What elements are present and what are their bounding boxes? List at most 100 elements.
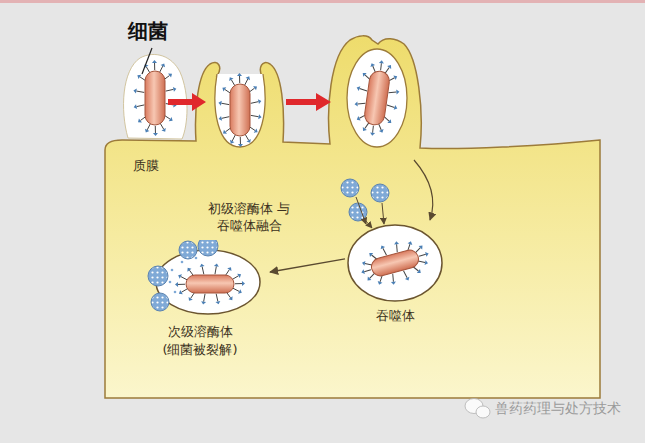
progress-arrow [168,93,206,111]
fusing-lysosome [151,293,169,311]
receptor-head [237,274,241,278]
enzyme-speck [171,269,174,272]
receptor [232,276,238,280]
node-outline [130,240,270,320]
receptor [216,294,218,302]
receptor [418,259,425,264]
internalize-arrow [414,160,433,220]
fusion-arrow [270,259,345,272]
receptor-head [178,274,182,278]
lysosome-arrow [356,197,366,224]
enzyme-speck [195,257,198,260]
receptor-head [215,301,220,304]
receptor [391,274,394,282]
receptor [232,135,235,141]
receptor-head [396,90,400,95]
receptor-head [362,261,367,266]
phagosome: 吞噬体 [345,222,445,328]
receptor [204,294,205,302]
receptor-head [247,139,251,143]
receptor-head [161,63,165,67]
receptor-head [369,252,374,257]
receptor-head [162,128,166,132]
receptor-head [229,77,233,81]
receptor-head [238,289,242,293]
watermark-icon [465,399,490,419]
receptor-head [222,87,226,91]
receptor [251,115,259,116]
receptor-head [380,245,386,250]
receptor [240,137,241,144]
receptor [251,102,259,104]
receptor [233,288,239,291]
enzyme-speck [174,291,177,294]
receptor [364,270,371,272]
receptor [181,277,187,280]
receptor-head [200,264,205,267]
receptor-head [138,118,142,122]
receptor-head [425,251,429,257]
vesicle-outline [348,225,442,301]
receptor-head [379,60,384,64]
receptor [182,289,188,293]
receptor-head [387,119,391,124]
receptor [231,80,235,86]
part-label: 细菌 [128,18,168,44]
secondary-lysosome: 次级溶酶体 (细菌被裂解) [130,240,270,361]
receptor [380,63,381,70]
receptor [222,117,230,119]
receptor-head [361,269,365,275]
receptor-head [229,296,233,300]
receptor-head [137,75,141,79]
receptor-head [145,129,149,133]
receptor-head [405,277,411,282]
bacterium-halo [124,54,187,139]
membrane-pocket [347,49,407,147]
receptor [215,266,216,274]
node-label: 吞噬体 [352,307,438,325]
receptor-head [238,144,243,147]
bacterium-body [369,248,420,278]
bacterium-body [145,71,165,125]
vesicle-outline [156,250,260,314]
receptor [178,284,185,285]
receptor-head [419,245,424,250]
bacterium [356,234,434,292]
receptor-head [393,76,397,81]
receptor-head [379,129,384,133]
receptor-head [230,140,234,144]
receptor-head [223,130,227,134]
receptor [395,244,398,252]
receptor [419,254,426,256]
receptor-head [357,116,361,121]
node-label: 次级溶酶体 (细菌被裂解) [157,323,243,358]
receptor-head [179,290,183,294]
receptor [137,105,145,107]
bacterium-body [230,84,250,136]
bacterium [175,263,245,304]
receptor-head [258,99,261,104]
receptor-head [354,101,358,106]
receptor-head [393,241,399,246]
fusing-lysosome [198,240,218,256]
receptor [387,105,395,107]
receptor-head [133,89,136,94]
receptor-head [370,63,375,67]
receptor [235,283,242,284]
receptor [136,91,144,92]
progress-arrow [286,93,331,111]
receptor-head [356,86,360,91]
receptor-head [189,297,193,301]
receptor-head [367,276,372,281]
receptor-head [175,282,178,287]
receptor [154,63,155,70]
receptor-head [219,116,222,121]
receptor-head [423,260,428,265]
receptor-head [391,281,397,286]
receptor [358,102,366,105]
receptor-head [407,241,412,246]
receptor [239,76,240,83]
receptor [389,91,397,94]
bacterium [218,73,261,147]
